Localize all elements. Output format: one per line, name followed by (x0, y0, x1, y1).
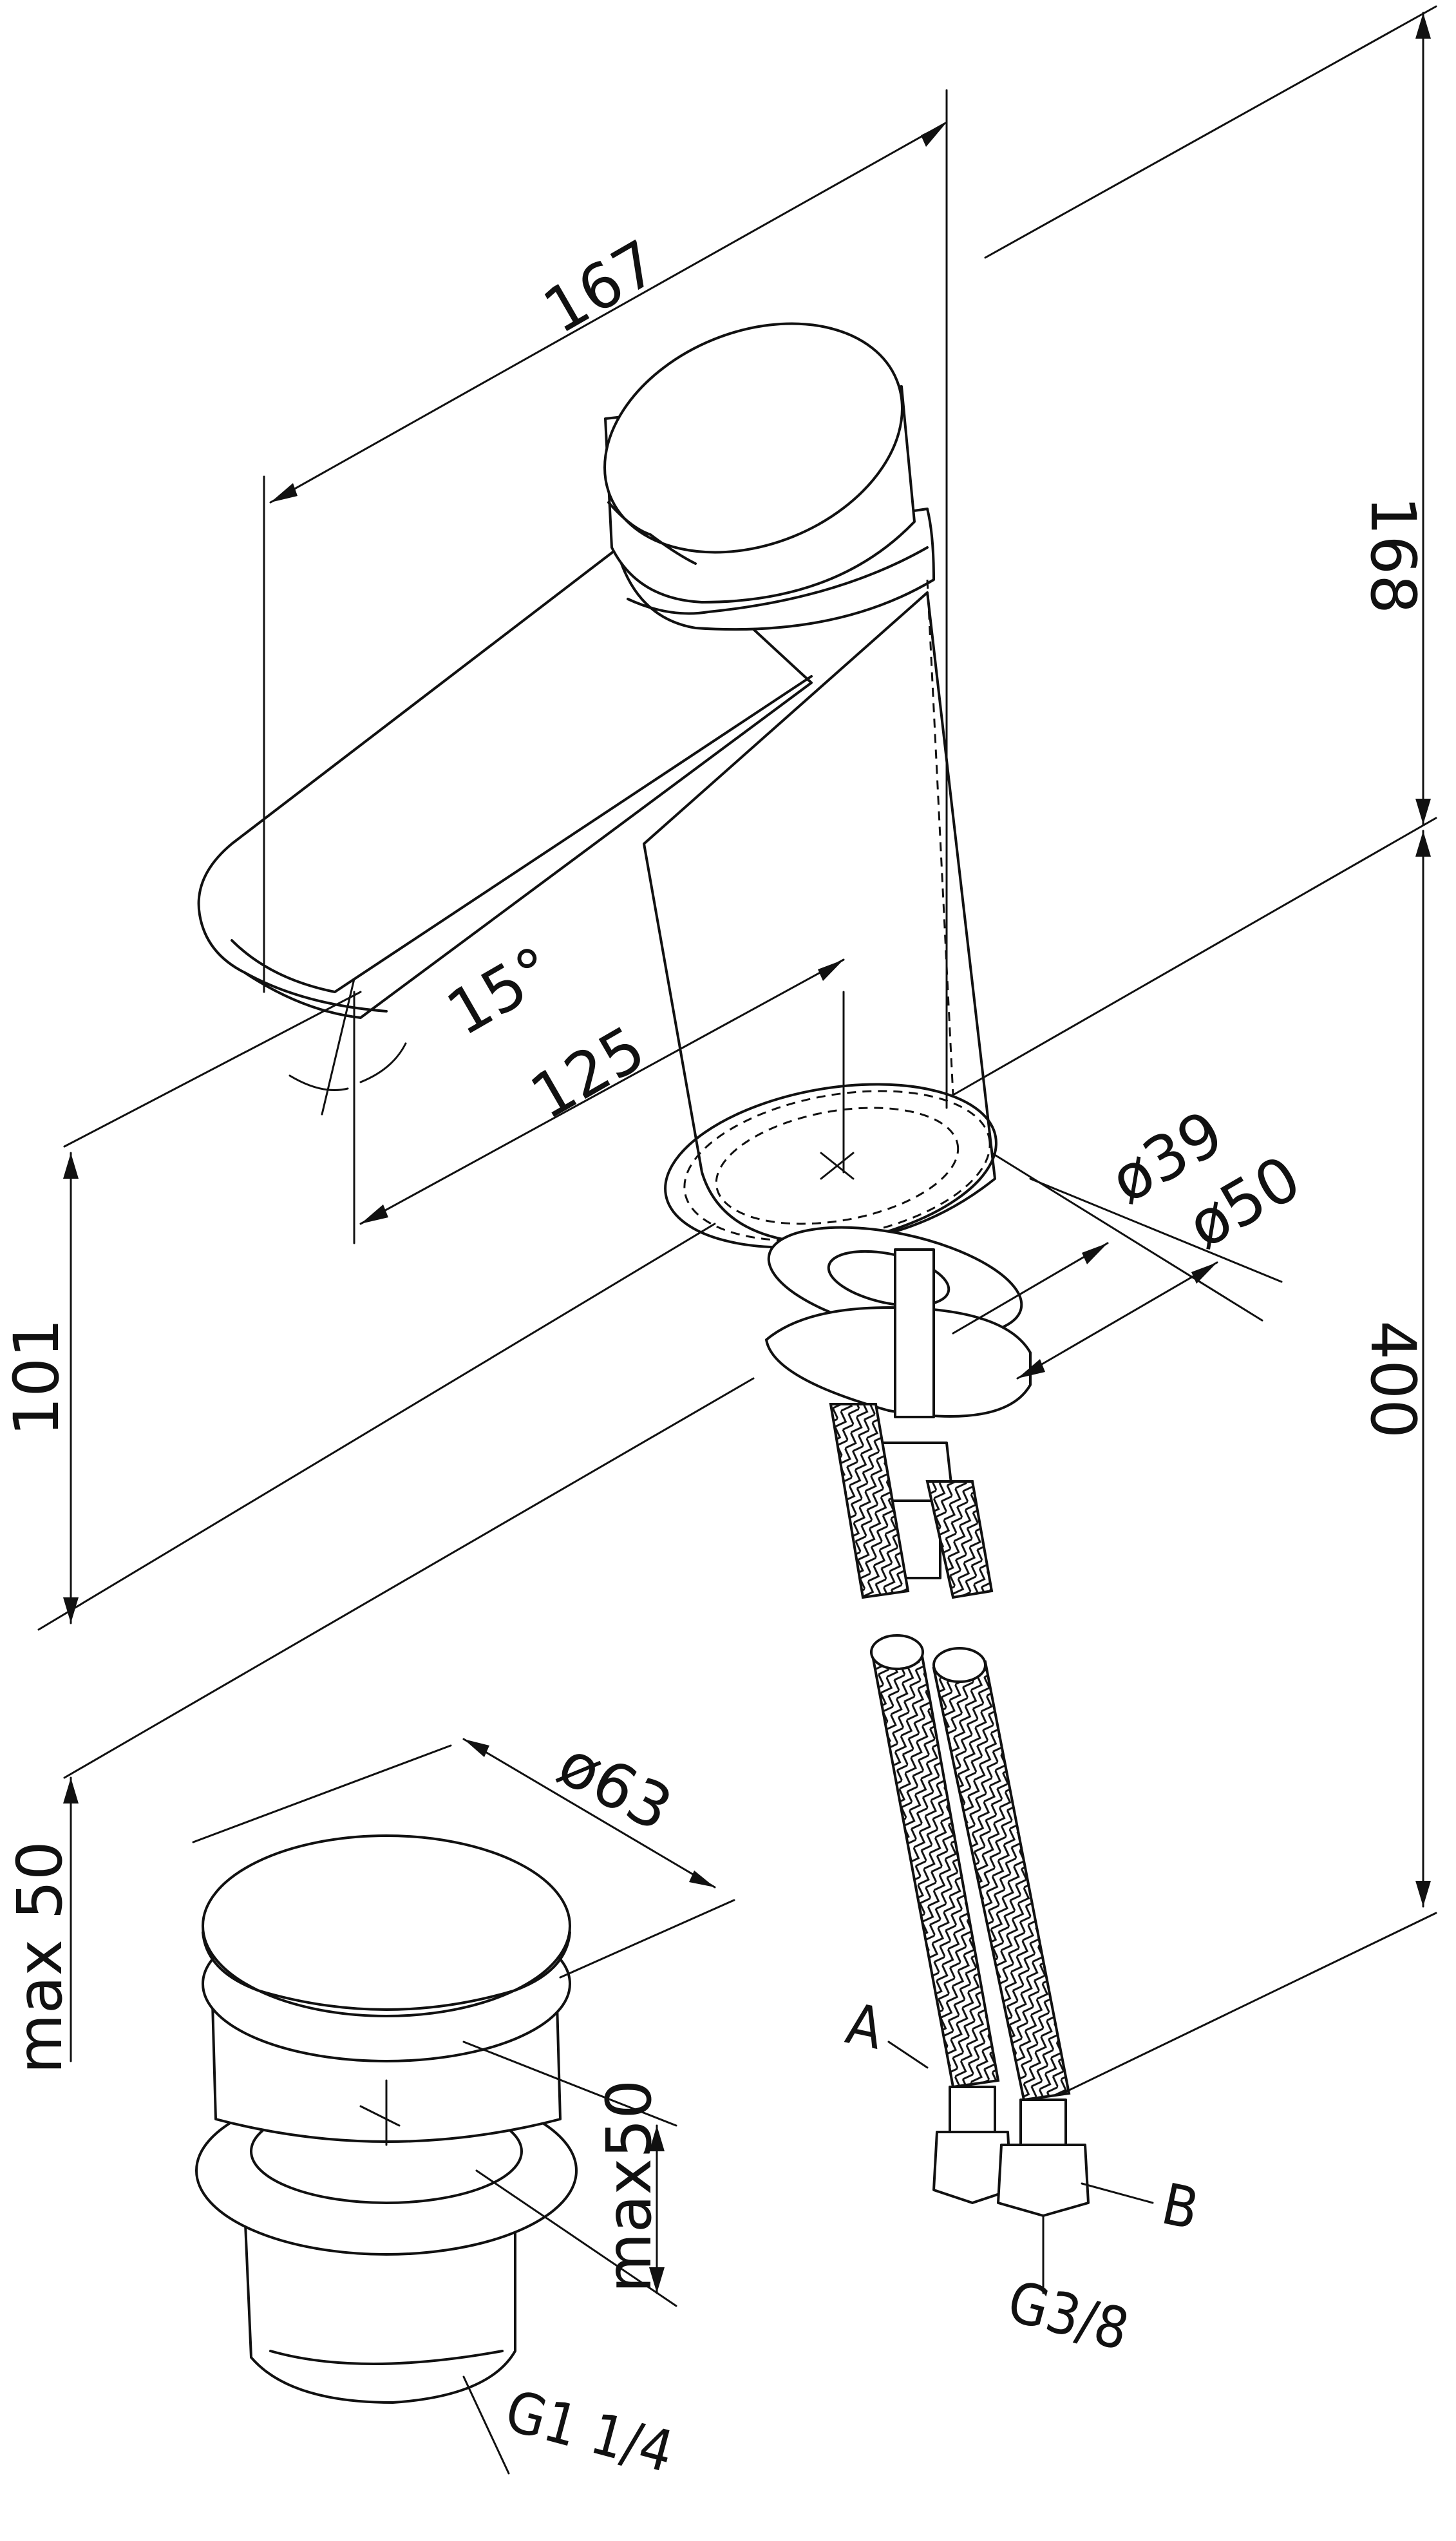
dim-line-50 (1016, 1261, 1218, 1380)
dim-line-125 (359, 958, 845, 1225)
arrow-167-left (270, 483, 298, 502)
hoses (829, 1403, 1090, 2217)
drain-cross (359, 2079, 401, 2146)
dim-400: 400 (1357, 1320, 1429, 1438)
hose-b-end (932, 1647, 987, 1683)
hose-a-end (870, 1634, 924, 1670)
arrow-400-top (1415, 831, 1431, 857)
label-a: A (841, 1990, 889, 2062)
hose-a-nut (932, 2131, 1012, 2204)
leader-a (887, 2041, 929, 2069)
spout-tip (243, 971, 388, 1013)
ext-63-right (559, 1899, 735, 1979)
base-dashed-outer (683, 1090, 991, 1242)
ext-168-top (984, 5, 1437, 259)
handle-collar-line (627, 546, 929, 615)
dim-max50-drain: max50 (593, 2080, 665, 2293)
faucet (197, 322, 997, 1249)
arrow-125-left (361, 1204, 388, 1224)
arrow-400-bottom (1415, 1881, 1431, 1907)
arrow-125-right (818, 960, 844, 981)
arrow-63-right (689, 1870, 715, 1887)
ext-50 (1029, 1177, 1283, 1283)
dim-max50-left: max 50 (4, 1841, 76, 2074)
hose-upper-left (829, 1403, 910, 1599)
ext-101-bottom (37, 1223, 716, 1631)
leader-g114 (462, 2375, 510, 2475)
arrow-39 (1082, 1243, 1108, 1264)
drain (195, 1834, 578, 2404)
dim-arc-15-right (359, 1042, 407, 1083)
dim-101: 101 (1, 1318, 73, 1436)
hose-a-ferrule (949, 2086, 996, 2133)
ext-drain-top (462, 2041, 677, 2127)
dim-arc-15-left (288, 1074, 349, 1091)
angle-line (321, 978, 355, 1116)
ext-drain-bottom (475, 2169, 677, 2307)
ext-101-top (63, 991, 362, 1148)
ext-168-bottom (952, 817, 1437, 1096)
drain-tail (243, 2208, 516, 2404)
dim-line-39 (952, 1242, 1109, 1335)
drain-tail-thread (269, 2350, 504, 2365)
handle-top (603, 322, 903, 554)
dim-line-63 (462, 1738, 716, 1889)
spout-edge (231, 675, 813, 993)
label-g114: G1 1/4 (499, 2377, 681, 2486)
base-dashed-inner (715, 1107, 960, 1225)
arrow-168-top (1415, 13, 1431, 39)
dim-168: 168 (1357, 496, 1429, 614)
hose-upper-right (925, 1480, 994, 1599)
arrow-drain-top (649, 2126, 665, 2151)
arrow-50-left (1017, 1359, 1045, 1378)
ext-max50-bottom (63, 1377, 755, 1779)
arrow-101-top (63, 1153, 79, 1179)
dimension-lines (37, 5, 1437, 2475)
dim-15: 15° (435, 933, 566, 1050)
dim-125: 125 (519, 1012, 657, 1134)
ext-400-bottom (1061, 1912, 1437, 2095)
arrow-167-right (921, 122, 947, 147)
arrow-50-right (1191, 1262, 1217, 1284)
stud (894, 1248, 935, 1418)
hidden-edge (926, 579, 954, 1096)
label-g38: G3/8 (1001, 2268, 1136, 2363)
faucet-spout (197, 527, 813, 1019)
dim-167: 167 (532, 226, 670, 348)
center-cross (820, 1152, 855, 1180)
arrow-63-left (464, 1739, 489, 1757)
hose-b-nut (997, 2144, 1090, 2217)
arrow-168-bottom (1415, 799, 1431, 824)
hose-b-ferrule (1019, 2098, 1067, 2146)
arrow-drain-bottom (649, 2267, 665, 2293)
ext-63-left (192, 1744, 452, 1843)
arrow-101-bottom (63, 1597, 79, 1623)
leader-b (1081, 2182, 1154, 2204)
label-b: B (1157, 2171, 1205, 2243)
arrow-max50-top (63, 1778, 79, 1803)
handle-notch (607, 501, 697, 565)
drain-cap-rim (202, 1931, 571, 2011)
drain-cap (202, 1834, 571, 2017)
dim-line-167 (269, 121, 948, 504)
